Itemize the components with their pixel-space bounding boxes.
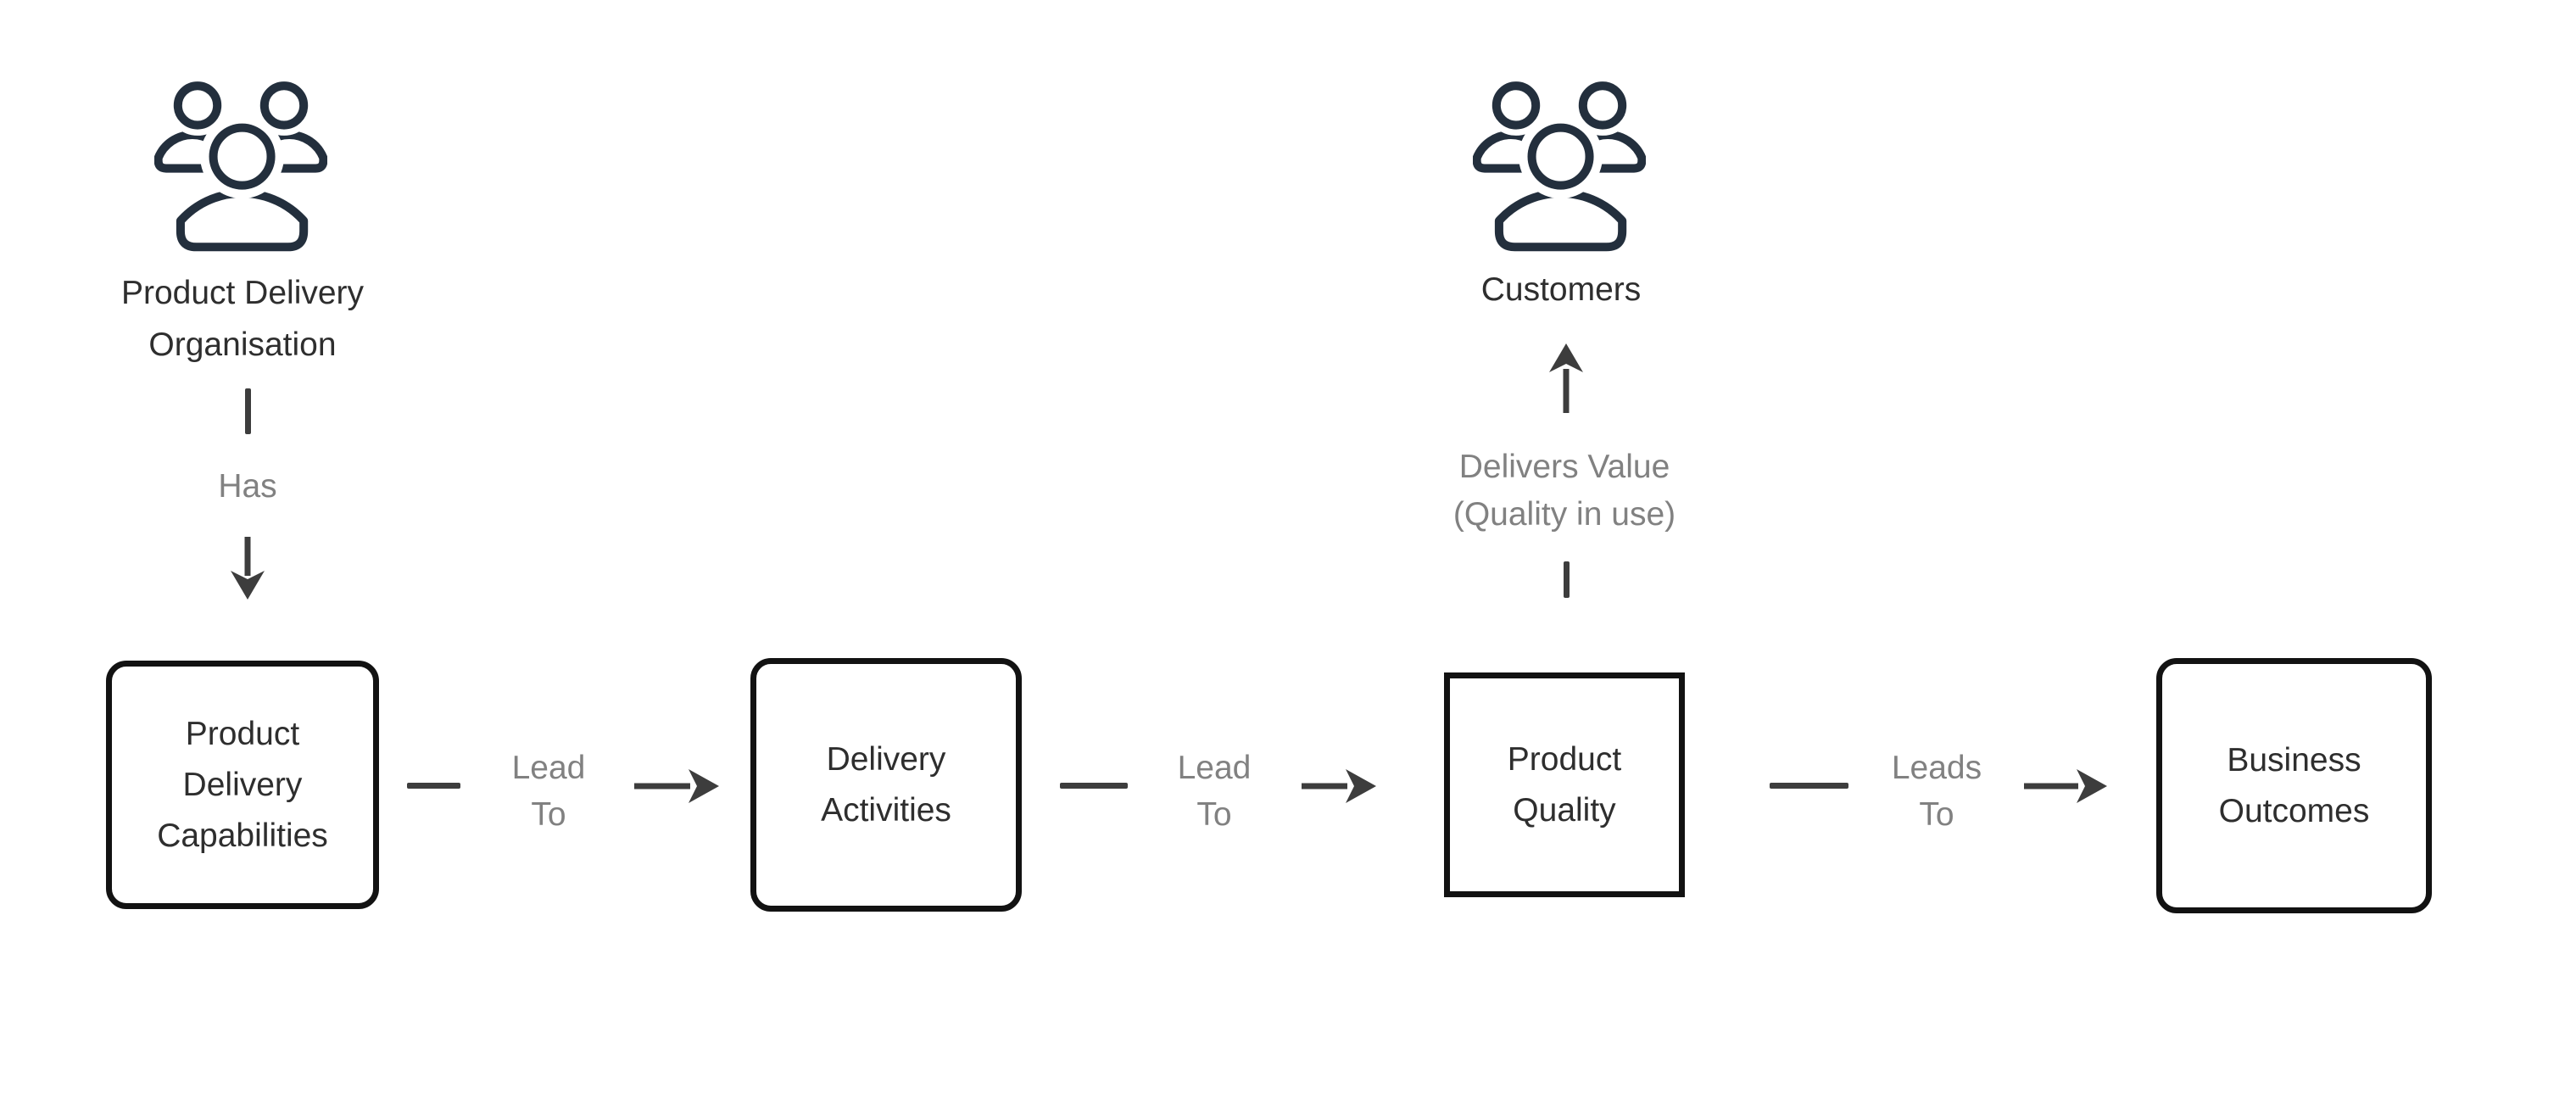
- node-label: Product Delivery Capabilities: [157, 709, 328, 862]
- actor-label-line: Product Delivery: [120, 275, 365, 311]
- actor-label-line: Customers: [1480, 271, 1642, 308]
- edge-delivers-value-arrow[interactable]: [1547, 342, 1585, 415]
- node-label-line: Product: [185, 715, 300, 752]
- edge-delivers-value-label: Delivers Value (Quality in use): [1395, 444, 1734, 538]
- edge-label-line: To: [531, 796, 566, 833]
- edge-label-line: Leads: [1891, 750, 1982, 786]
- edge-has-segment[interactable]: [245, 388, 251, 434]
- edge-has-arrow[interactable]: [229, 537, 266, 601]
- edge-has-label: Has: [163, 463, 332, 510]
- edge-label-line: (Quality in use): [1452, 496, 1676, 533]
- actor-label-product-delivery-organisation: Product Delivery Organisation: [73, 267, 412, 371]
- edge-lead-to-1-arrow[interactable]: [634, 767, 719, 805]
- edge-label-line: Lead: [511, 750, 586, 786]
- node-label-line: Activities: [821, 791, 951, 829]
- edge-lead-to-1-label: Lead To: [464, 745, 633, 838]
- node-business-outcomes[interactable]: Business Outcomes: [2156, 658, 2432, 913]
- node-label-line: Delivery: [826, 740, 946, 778]
- edge-leads-to-arrow[interactable]: [2024, 767, 2107, 805]
- node-label-line: Quality: [1513, 791, 1616, 829]
- edge-leads-to-segment[interactable]: [1770, 783, 1848, 789]
- node-label-line: Business: [2227, 741, 2361, 778]
- edge-label-line: Has: [218, 468, 277, 505]
- node-label-line: Delivery: [182, 766, 303, 803]
- people-group-icon[interactable]: [154, 81, 327, 254]
- node-product-quality[interactable]: Product Quality: [1444, 672, 1685, 897]
- people-group-icon[interactable]: [1473, 81, 1646, 254]
- edge-lead-to-1-segment[interactable]: [407, 783, 460, 789]
- edge-lead-to-2-arrow[interactable]: [1302, 767, 1376, 805]
- edge-label-line: To: [1919, 796, 1954, 833]
- node-label: Business Outcomes: [2219, 735, 2370, 837]
- node-delivery-activities[interactable]: Delivery Activities: [750, 658, 1022, 912]
- actor-label-customers: Customers: [1391, 264, 1731, 315]
- edge-label-line: Lead: [1177, 750, 1252, 786]
- node-label-line: Outcomes: [2218, 792, 2370, 829]
- edge-lead-to-2-segment[interactable]: [1060, 783, 1128, 789]
- node-label: Product Quality: [1508, 734, 1621, 836]
- edge-delivers-value-segment[interactable]: [1564, 561, 1570, 598]
- edge-leads-to-label: Leads To: [1852, 745, 2021, 838]
- node-product-delivery-capabilities[interactable]: Product Delivery Capabilities: [106, 661, 379, 909]
- node-label-line: Product: [1507, 740, 1622, 778]
- edge-label-line: To: [1196, 796, 1232, 833]
- edge-label-line: Delivers Value: [1458, 449, 1670, 485]
- actor-label-line: Organisation: [148, 326, 337, 363]
- node-label-line: Capabilities: [157, 817, 328, 854]
- node-label: Delivery Activities: [821, 734, 951, 836]
- edge-lead-to-2-label: Lead To: [1129, 745, 1299, 838]
